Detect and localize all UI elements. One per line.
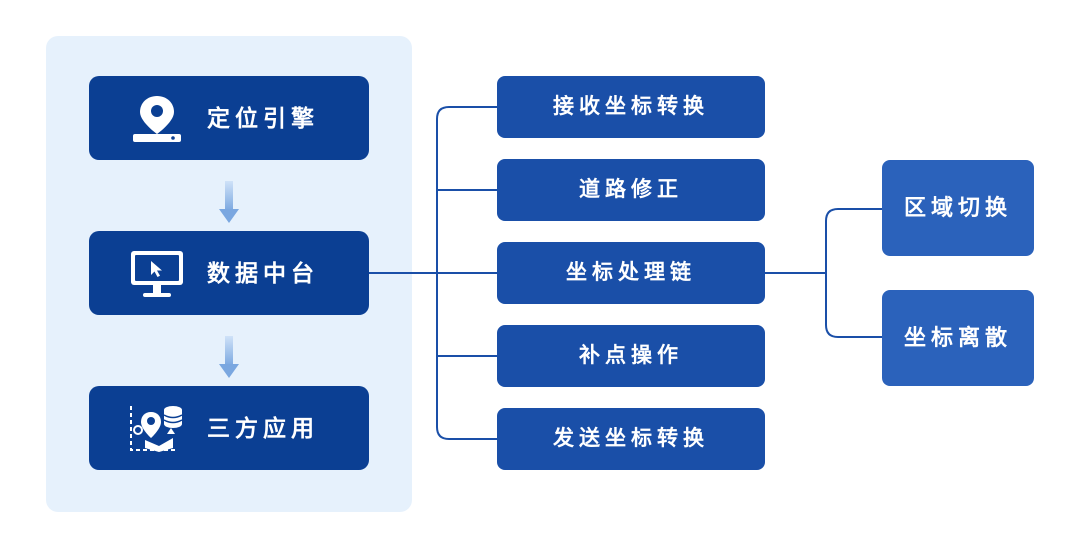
- step-coordinate-chain[interactable]: 坐标处理链: [497, 242, 765, 304]
- sub-step-coordinate-discrete[interactable]: 坐标离散: [882, 290, 1034, 386]
- engine-label: 数据中台: [207, 260, 319, 286]
- step-send-convert[interactable]: 发送坐标转换: [497, 408, 765, 470]
- engine-box-location[interactable]: 定位引擎: [89, 76, 369, 160]
- down-arrow-icon: [219, 181, 239, 223]
- connector-sub-bracket: [825, 208, 882, 338]
- map-database-icon: [130, 406, 183, 452]
- connector-bracket: [436, 106, 497, 440]
- step-fill-points[interactable]: 补点操作: [497, 325, 765, 387]
- monitor-icon: [131, 251, 183, 297]
- location-pin-icon: [133, 96, 181, 142]
- engine-box-third-party[interactable]: 三方应用: [89, 386, 369, 470]
- step-receive-convert[interactable]: 接收坐标转换: [497, 76, 765, 138]
- engine-label: 三方应用: [207, 415, 319, 441]
- step-road-correction[interactable]: 道路修正: [497, 159, 765, 221]
- sub-step-region-switch[interactable]: 区域切换: [882, 160, 1034, 256]
- engine-label: 定位引擎: [207, 105, 319, 131]
- engine-box-data-center[interactable]: 数据中台: [89, 231, 369, 315]
- down-arrow-icon: [219, 336, 239, 378]
